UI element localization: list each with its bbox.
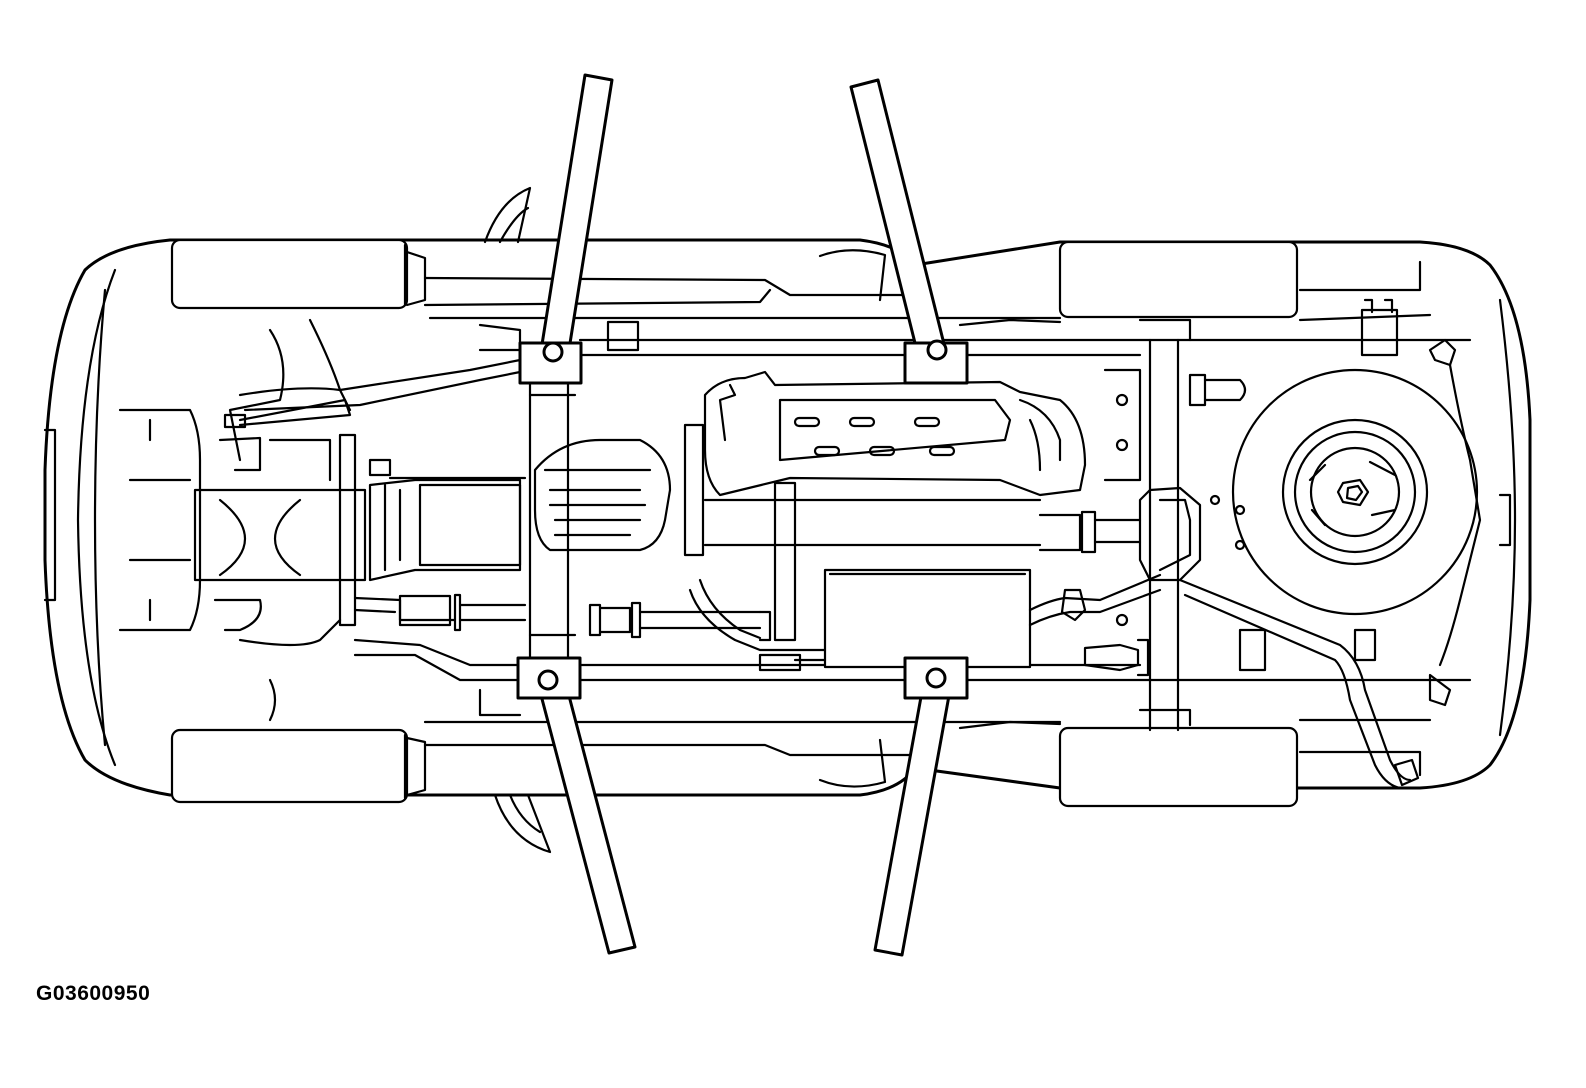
muffler xyxy=(688,568,1032,672)
fuel-tank xyxy=(703,370,1087,497)
transmission xyxy=(368,458,527,582)
rear-bracket-details xyxy=(1083,298,1512,707)
spare-tire xyxy=(1231,368,1479,616)
lift-arm-rear-right xyxy=(873,656,969,957)
floor-pan-details xyxy=(528,249,887,788)
lift-arm-rear-left xyxy=(849,78,969,385)
front-suspension xyxy=(118,318,367,722)
crossmember xyxy=(683,423,1042,642)
lift-arm-front-right xyxy=(516,656,637,955)
exhaust-front-pipes xyxy=(238,323,527,717)
center-crossmember xyxy=(528,368,570,667)
lift-arm-front-left xyxy=(518,73,614,385)
tires xyxy=(170,238,1299,808)
tail-pipe xyxy=(1028,573,1420,790)
rear-axle xyxy=(1038,318,1202,732)
transfer-case xyxy=(533,438,762,639)
figure-id-code: G03600950 xyxy=(36,982,151,1005)
side-mirrors xyxy=(483,186,552,854)
